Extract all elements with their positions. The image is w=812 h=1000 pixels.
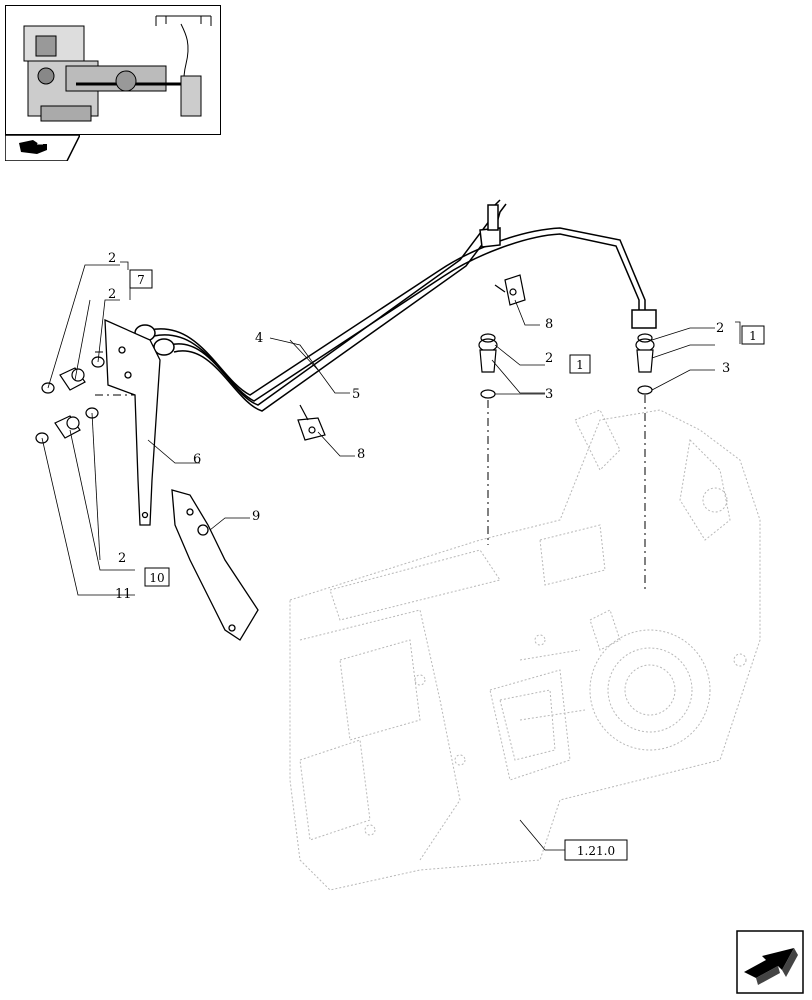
hand-pointer-icon <box>19 140 47 154</box>
svg-text:1: 1 <box>749 329 757 343</box>
svg-text:1.21.0: 1.21.0 <box>577 844 615 858</box>
callout-2: 2 <box>716 321 724 336</box>
callout-3: 3 <box>545 387 553 402</box>
svg-text:10: 10 <box>149 571 164 585</box>
union-fitting <box>54 338 655 439</box>
callout-8: 8 <box>545 317 553 332</box>
svg-text:7: 7 <box>137 273 145 287</box>
hydraulic-pipe-5 <box>169 199 507 412</box>
ref-box-7[interactable]: 7 <box>120 261 153 289</box>
callout-2: 2 <box>108 287 116 302</box>
ref-box-section[interactable]: 1.21.0 <box>564 839 628 861</box>
callout-5: 5 <box>352 387 360 402</box>
callout-2: 2 <box>108 251 116 266</box>
pipe-bracket-6 <box>104 318 161 526</box>
callout-6: 6 <box>193 452 201 467</box>
ref-box-1[interactable]: 1 <box>569 354 591 374</box>
transmission-housing-ghost <box>289 409 761 891</box>
support-plate-9 <box>171 489 259 641</box>
thumbnail-tab <box>4 134 82 162</box>
pipe-nut <box>134 204 657 356</box>
callout-2: 2 <box>545 351 553 366</box>
callout-9: 9 <box>252 509 260 524</box>
callout-8: 8 <box>357 447 365 462</box>
callout-3: 3 <box>722 361 730 376</box>
callout-4: 4 <box>255 331 263 346</box>
callout-2: 2 <box>118 551 126 566</box>
ref-box-10[interactable]: 10 <box>144 567 170 587</box>
next-page-arrow-icon[interactable] <box>736 930 804 994</box>
assembly-thumbnail <box>5 5 221 135</box>
tractor-transmission-thumbnail-icon <box>23 15 212 122</box>
callout-11: 11 <box>115 587 132 602</box>
pipe-clamp <box>297 274 526 441</box>
ref-box-1[interactable]: 1 <box>741 325 765 345</box>
hydraulic-pipe-4 <box>149 227 646 402</box>
svg-text:1: 1 <box>576 358 584 372</box>
